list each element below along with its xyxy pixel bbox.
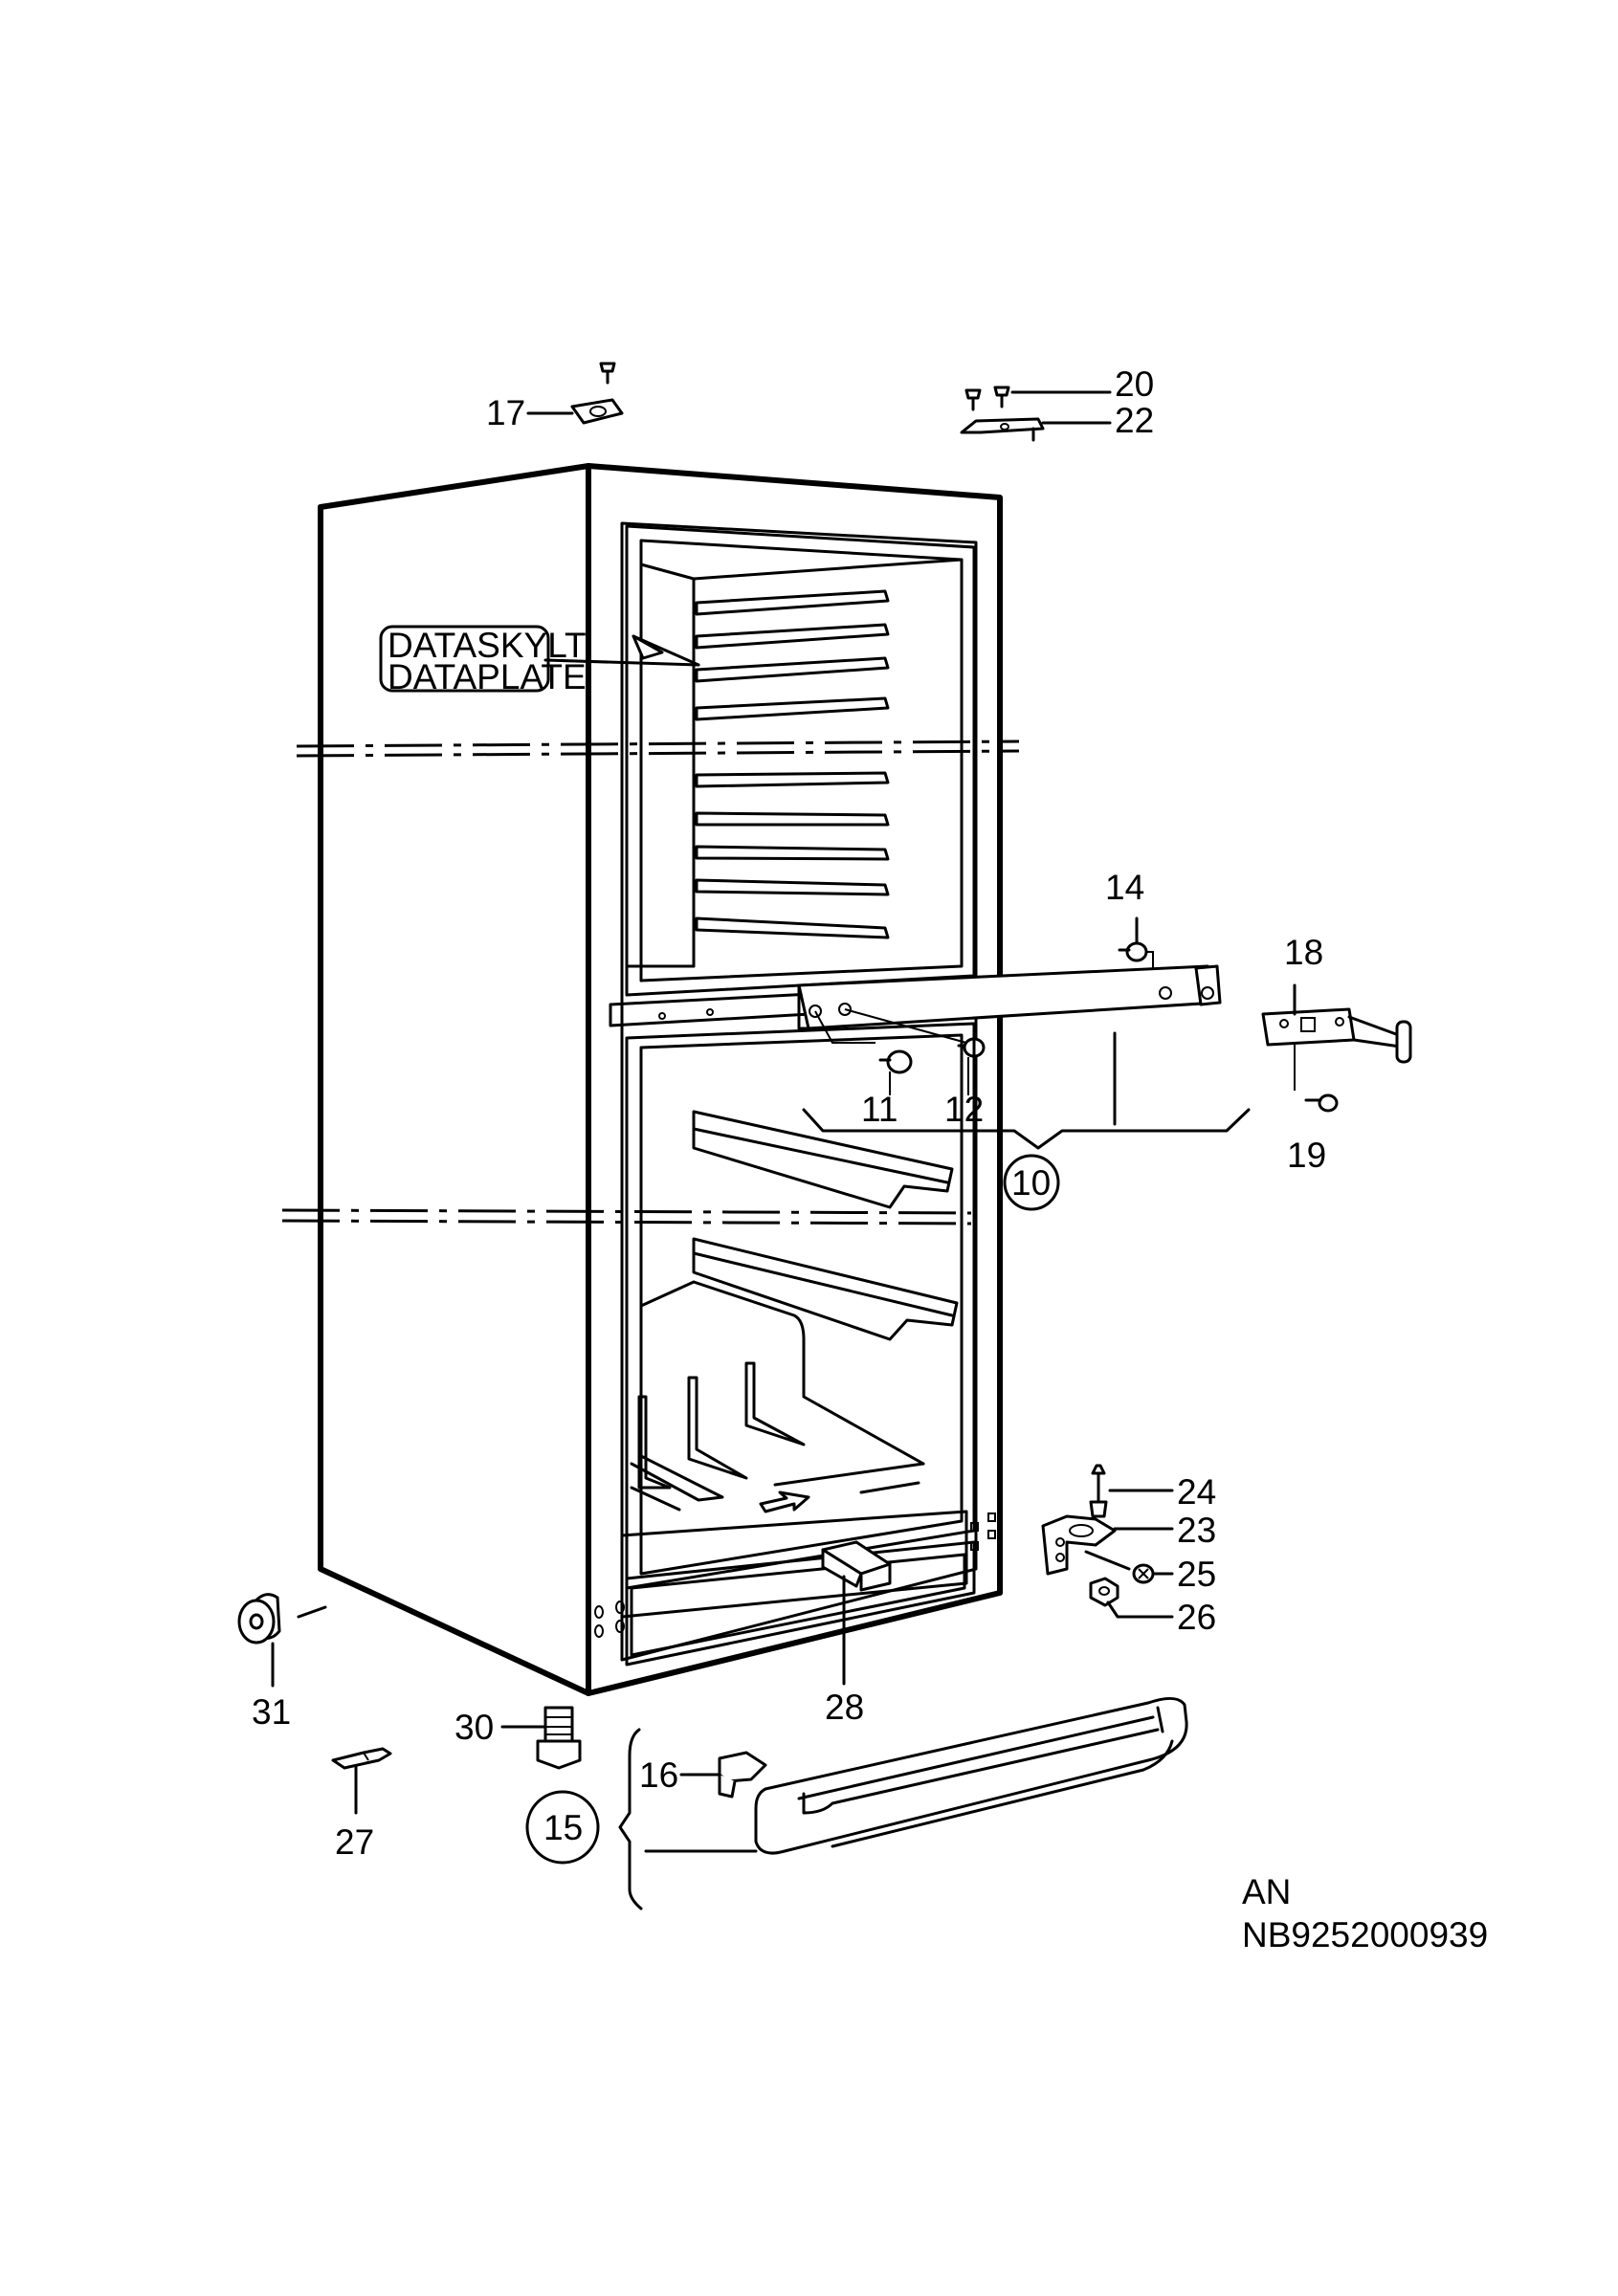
top-hinge-22 xyxy=(960,417,1045,442)
lower-compartment xyxy=(620,1022,996,1667)
clip-27 xyxy=(331,1747,392,1770)
callout-23: 23 xyxy=(1177,1511,1216,1550)
section-line-lower xyxy=(281,1208,972,1215)
upper-compartment xyxy=(625,524,976,997)
top-screws-20 xyxy=(964,386,1010,411)
side-holes xyxy=(594,1601,625,1638)
drawing-code: AN NB9252000939 xyxy=(1242,1872,1488,1954)
top-hinge-cover-17 xyxy=(570,362,624,425)
center-hinge-bar xyxy=(797,964,1222,1030)
screw-11 xyxy=(878,1049,913,1074)
callout-16: 16 xyxy=(639,1755,678,1795)
callout-28: 28 xyxy=(825,1688,864,1727)
dataplate-line1: DATASKYLT xyxy=(388,626,587,665)
callout-18: 18 xyxy=(1284,933,1323,972)
callout-22: 22 xyxy=(1115,401,1154,440)
callout-11: 11 xyxy=(861,1090,898,1129)
screw-24 xyxy=(1089,1464,1108,1518)
dataplate-label: DATASKYLT DATAPLATE xyxy=(379,625,700,696)
callout-26: 26 xyxy=(1177,1598,1216,1637)
screw-19 xyxy=(1304,1093,1339,1113)
door-handle-15 xyxy=(754,1697,1188,1855)
hinge-18 xyxy=(1261,1007,1412,1064)
callout-14: 14 xyxy=(1105,868,1144,907)
callout-24: 24 xyxy=(1177,1472,1216,1512)
foot-31 xyxy=(237,1593,281,1645)
end-cap-16 xyxy=(718,1751,767,1799)
callout-10: 10 xyxy=(1011,1163,1051,1203)
nut-26 xyxy=(1089,1577,1119,1607)
bottom-hinge-23 xyxy=(1041,1514,1117,1576)
screw-14 xyxy=(1118,941,1154,968)
part-28 xyxy=(821,1540,892,1592)
section-line-upper xyxy=(296,740,1020,748)
callout-17: 17 xyxy=(486,393,525,432)
bolt-30 xyxy=(536,1706,582,1770)
callout-27: 27 xyxy=(335,1822,374,1862)
callout-20: 20 xyxy=(1115,364,1154,404)
callout-labels: 17 20 22 14 18 11 12 10 19 24 23 25 26 3… xyxy=(252,364,1326,1862)
cabinet-body xyxy=(318,463,1003,1696)
footer-line1: AN xyxy=(1242,1872,1291,1911)
callout-25: 25 xyxy=(1177,1555,1216,1594)
screw-25 xyxy=(1084,1550,1155,1584)
callout-15: 15 xyxy=(543,1808,583,1847)
dataplate-line2: DATAPLATE xyxy=(388,657,587,696)
callout-12: 12 xyxy=(944,1090,984,1129)
footer-line2: NB9252000939 xyxy=(1242,1915,1488,1954)
callout-19: 19 xyxy=(1287,1136,1326,1175)
callout-31: 31 xyxy=(252,1692,291,1732)
callout-30: 30 xyxy=(454,1708,494,1747)
